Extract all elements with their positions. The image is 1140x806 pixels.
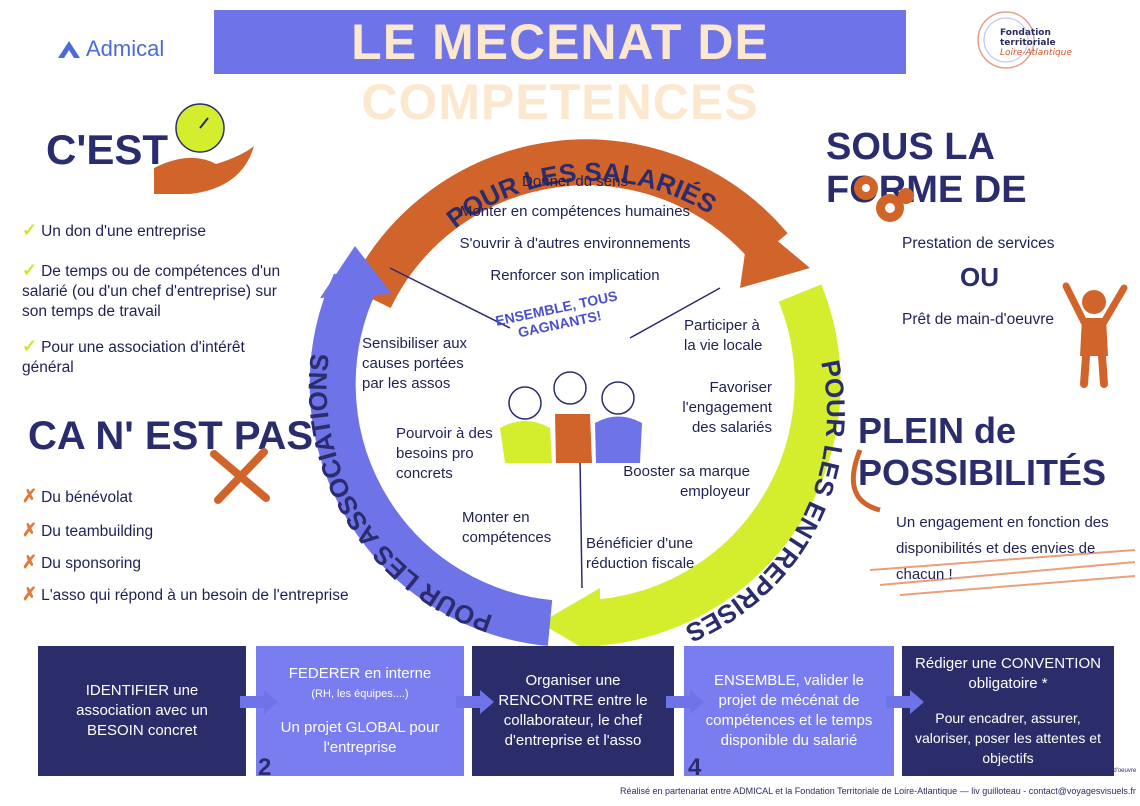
arrow-right-icon bbox=[240, 690, 278, 714]
cross-icon: ✗ bbox=[22, 520, 38, 540]
fondation-line3: Loire-Atlantique bbox=[1000, 48, 1072, 58]
people-group-icon bbox=[500, 371, 642, 463]
capas-item-3: ✗Du sponsoring bbox=[22, 552, 142, 572]
salaries-arc bbox=[349, 139, 788, 309]
salaries-benefit-2: Monter en compétences humaines bbox=[459, 203, 691, 220]
cycle-diagram bbox=[309, 139, 841, 658]
step-5-text: Rédiger une CONVENTION obligatoire * bbox=[915, 655, 1101, 692]
associations-benefit-2: Pourvoir à des besoins pro concrets bbox=[396, 425, 493, 482]
hand-clock-icon bbox=[154, 103, 254, 194]
cross-icon: ✗ bbox=[22, 584, 38, 604]
plein-heading: PLEIN de POSSIBILITÉS bbox=[858, 410, 1107, 493]
admical-brand: Admical bbox=[86, 36, 165, 61]
entreprises-benefit-2: Favoriser l'engagement des salariés bbox=[682, 379, 772, 436]
step-1-text: IDENTIFIER une association avec un BESOI… bbox=[76, 682, 208, 739]
step-5-number: 5 bbox=[904, 754, 918, 781]
salaries-benefit-1: Donner du sens bbox=[522, 173, 628, 190]
cross-icon: ✗ bbox=[22, 552, 38, 572]
fondation-line1: Fondation bbox=[1000, 28, 1051, 38]
step-3-text: Organiser une RENCONTRE entre le collabo… bbox=[498, 672, 648, 749]
step-2-sub: (RH, les équipes....) bbox=[311, 688, 409, 700]
entreprises-benefit-1: Participer à la vie locale bbox=[684, 317, 763, 354]
capas-item-2: ✗Du teambuilding bbox=[22, 520, 154, 540]
entreprises-benefit-4: Bénéficier d'une réduction fiscale bbox=[586, 535, 695, 572]
salaries-label: POUR LES SALARIÉS bbox=[441, 157, 722, 234]
check-icon: ✓ bbox=[22, 336, 38, 356]
associations-benefit-3: Monter en compétences bbox=[462, 509, 552, 546]
fondation-brand: Fondation territoriale Loire-Atlantique bbox=[1000, 28, 1072, 58]
step-3-number: 3 bbox=[474, 754, 488, 781]
step-3: Organiser une RENCONTRE entre le collabo… bbox=[472, 646, 674, 776]
sous-ou: OU bbox=[960, 262, 999, 292]
arrow-right-icon bbox=[666, 690, 704, 714]
step-4-text: ENSEMBLE, valider le projet de mécénat d… bbox=[705, 672, 873, 749]
step-5-text2: Pour encadrer, assurer, valoriser, poser… bbox=[915, 710, 1101, 766]
salaries-benefit-4: Renforcer son implication bbox=[490, 267, 660, 284]
capas-item-4: ✗L'asso qui répond à un besoin de l'entr… bbox=[22, 584, 349, 604]
check-icon: ✓ bbox=[22, 260, 38, 280]
footer-credits: Réalisé en partenariat entre ADMICAL et … bbox=[620, 786, 1136, 796]
associations-arrowhead-icon bbox=[320, 246, 392, 298]
step-4-number: 4 bbox=[688, 754, 702, 781]
fondation-logo-icon bbox=[977, 11, 1035, 69]
step-2-text: FEDERER en interne bbox=[288, 665, 432, 682]
step-1: IDENTIFIER une association avec un BESOI… bbox=[38, 646, 246, 776]
associations-benefit-1: Sensibiliser aux causes portées par les … bbox=[362, 335, 468, 392]
associations-label: POUR LES ASSOCIATIONS bbox=[303, 352, 496, 639]
step-2-text2: Un projet GLOBAL pour l'entreprise bbox=[280, 719, 440, 756]
arrow-right-icon bbox=[886, 690, 924, 714]
capas-item-1: ✗Du bénévolat bbox=[22, 486, 133, 506]
cest-item-1: ✓Un don d'une entreprise bbox=[22, 220, 207, 240]
cest-item-3: ✓Pour une association d'intérêt général bbox=[22, 336, 245, 376]
step-2-number: 2 bbox=[258, 754, 272, 781]
cest-heading: C'EST bbox=[46, 126, 169, 173]
gears-icon bbox=[854, 176, 914, 222]
cest-item-2: ✓De temps ou de compétences d'un salarié… bbox=[22, 260, 281, 320]
admical-logo-icon bbox=[58, 41, 80, 58]
step-5: Rédiger une CONVENTION obligatoire * Pou… bbox=[902, 646, 1114, 776]
check-icon: ✓ bbox=[22, 220, 38, 240]
associations-arc bbox=[309, 273, 553, 646]
person-cheering-icon bbox=[1062, 282, 1128, 388]
salaries-benefit-3: S'ouvrir à d'autres environnements bbox=[459, 235, 691, 252]
sous-item-1: Prestation de services bbox=[902, 235, 1055, 252]
entreprises-benefit-3: Booster sa marque employeur bbox=[623, 463, 750, 500]
title-banner bbox=[214, 10, 906, 74]
step-2: FEDERER en interne (RH, les équipes....)… bbox=[256, 646, 464, 776]
fondation-line2: territoriale bbox=[1000, 38, 1056, 48]
step-4: ENSEMBLE, valider le projet de mécénat d… bbox=[684, 646, 894, 776]
ring-labels: POUR LES SALARIÉS POUR LES ENTREPRISES P… bbox=[303, 157, 851, 649]
big-cross-icon bbox=[210, 448, 270, 504]
sous-item-2: Prêt de main-d'oeuvre bbox=[902, 311, 1055, 328]
plein-text: Un engagement en fonction des disponibil… bbox=[896, 514, 1109, 583]
page-title: LE MECENAT DE COMPETENCES bbox=[351, 14, 769, 130]
entreprises-arrowhead-icon bbox=[540, 588, 600, 658]
step-1-number: 1 bbox=[40, 754, 54, 781]
entreprises-arc bbox=[588, 284, 841, 646]
footnote: *Avenant au contrat de travail obligatoi… bbox=[928, 768, 1137, 774]
arrow-right-icon bbox=[456, 690, 494, 714]
salaries-arrowhead-icon bbox=[740, 218, 810, 288]
swirl-decoration-icon bbox=[850, 449, 1136, 596]
cross-icon: ✗ bbox=[22, 486, 38, 506]
